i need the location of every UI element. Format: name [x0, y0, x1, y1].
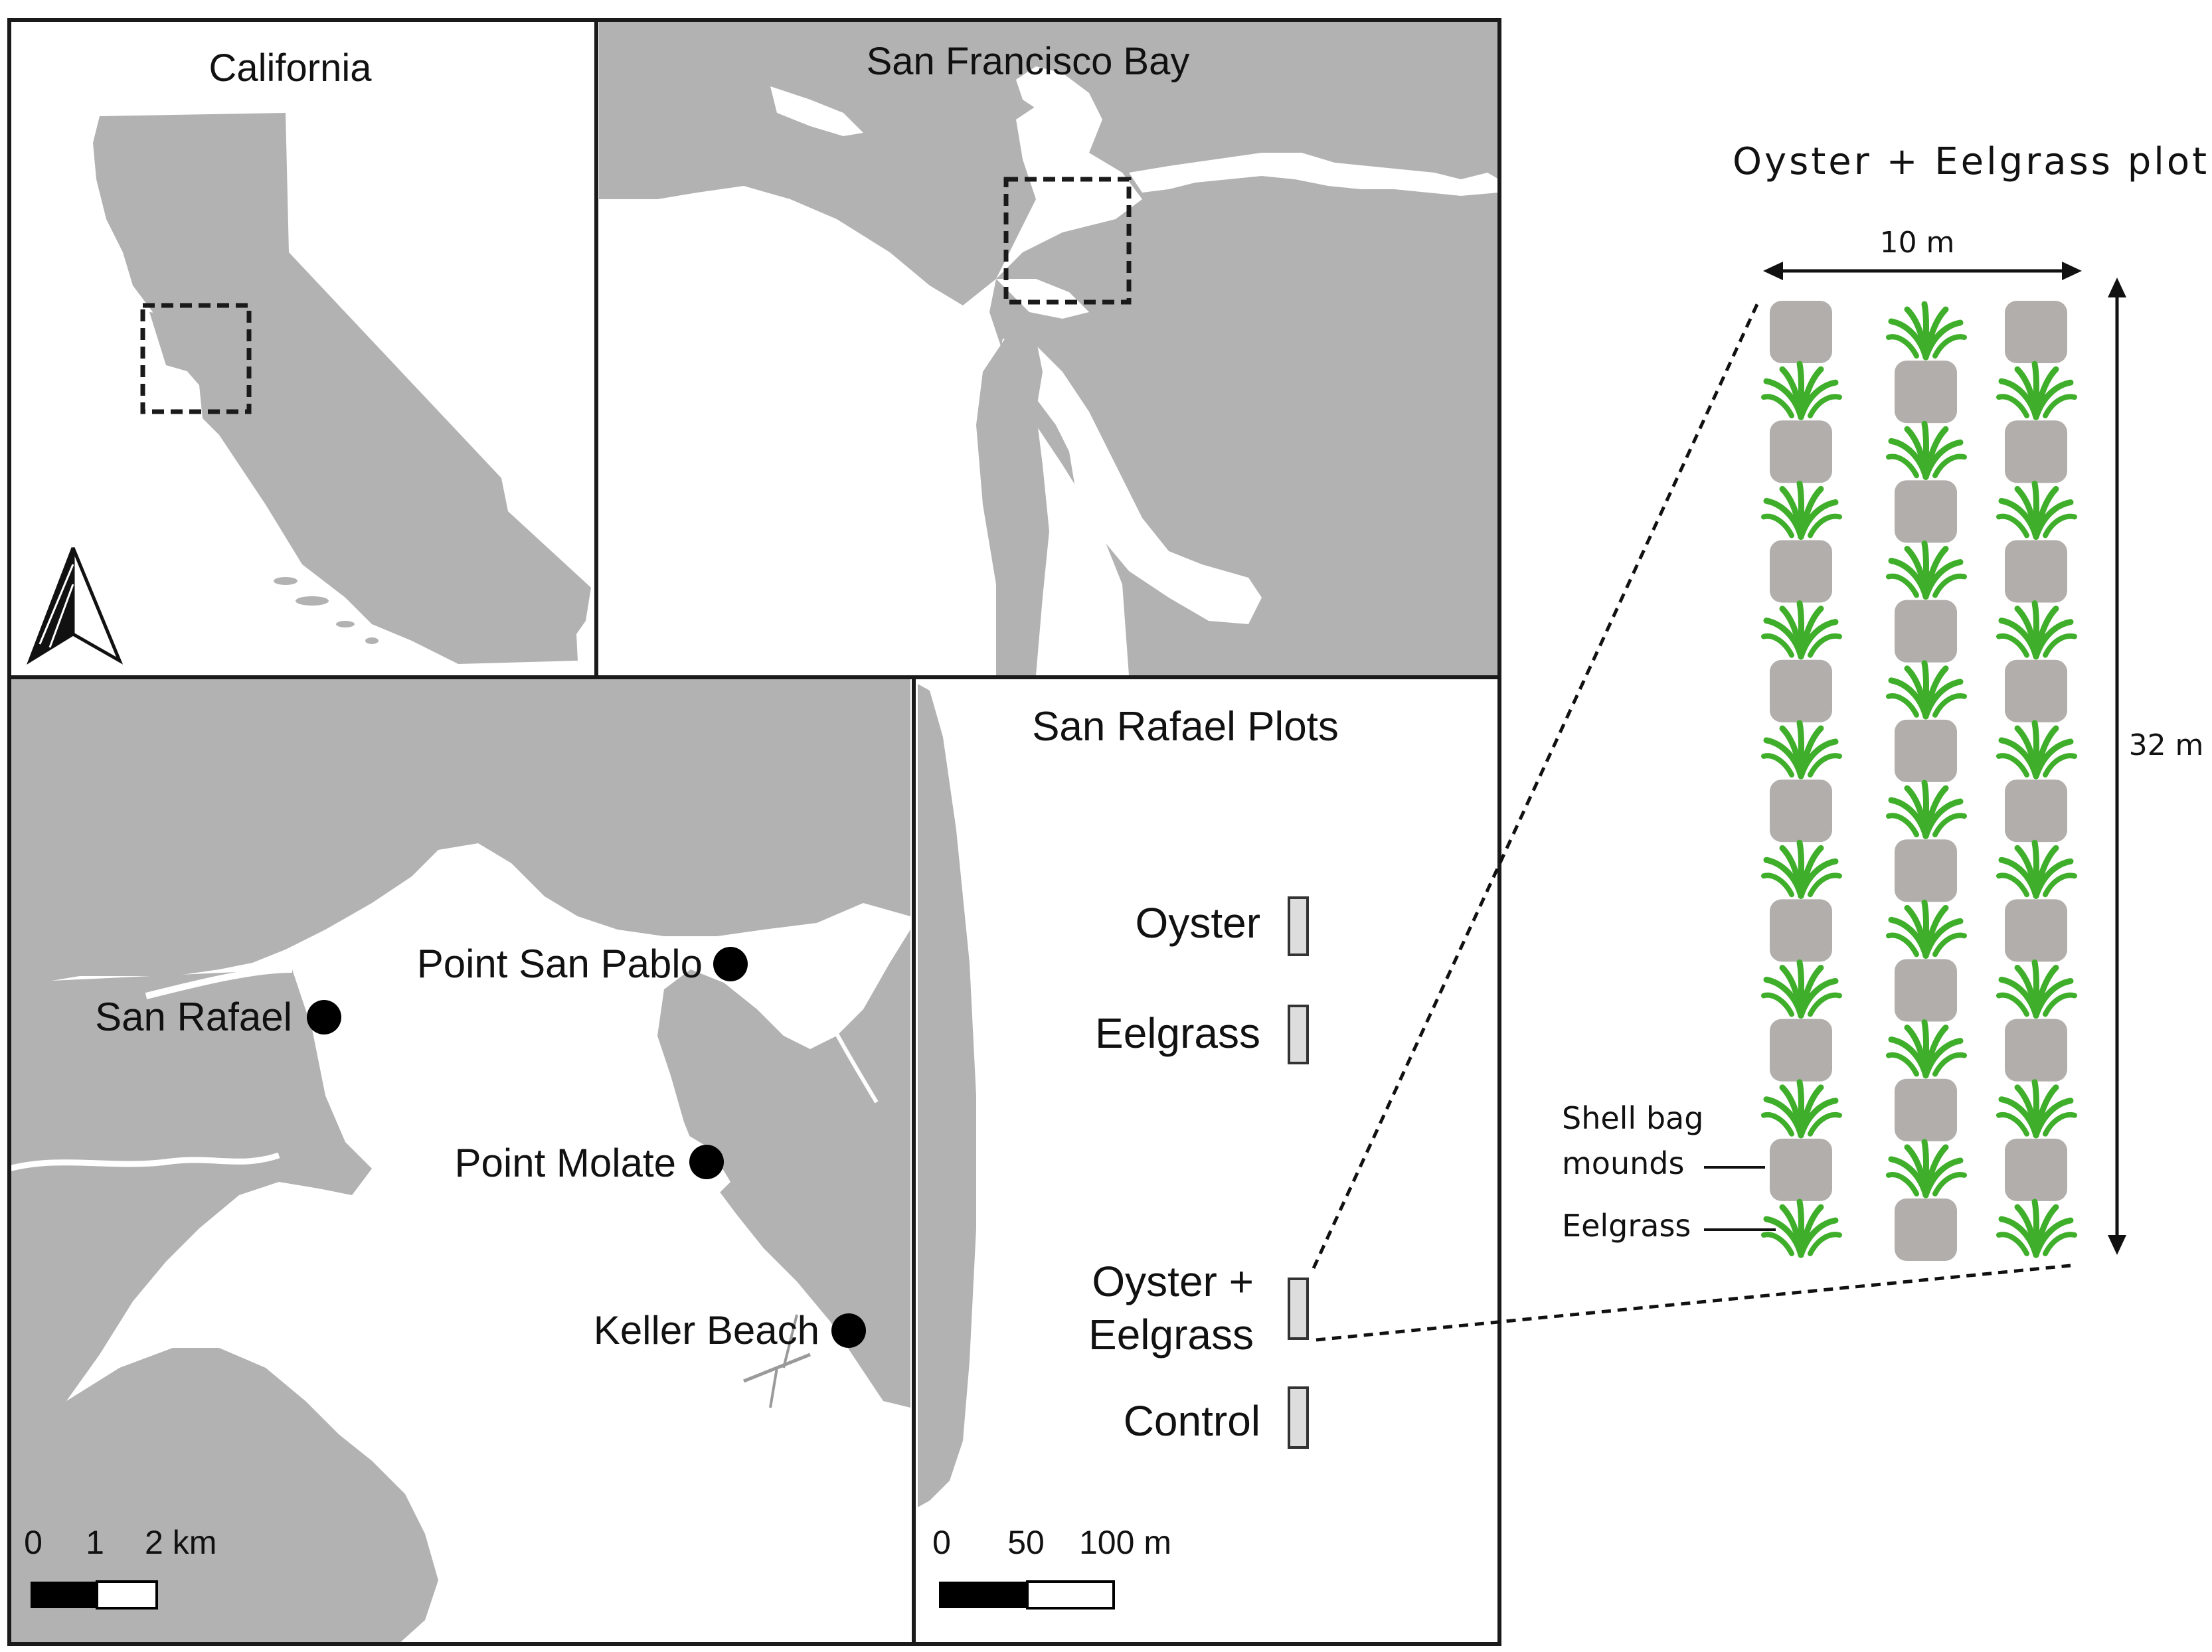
plots-scale-tick-2: 100 m: [1079, 1524, 1171, 1561]
panel-frames: [7, 18, 1501, 1646]
site-label-keller-beach: Keller Beach: [594, 1308, 819, 1353]
shell-bag-mound: [2005, 540, 2067, 603]
sites-west-land: [9, 969, 372, 1441]
shell-bag-mound: [2005, 420, 2067, 483]
shell-bag-mound: [1895, 839, 1957, 902]
plot-label-control: Control: [1124, 1397, 1260, 1445]
sites-scale-tick-1: 1: [86, 1524, 104, 1561]
shell-bag-mound: [2005, 899, 2067, 962]
plots-scale-tick-1: 50: [1007, 1524, 1045, 1561]
shell-bag-mound: [2005, 1138, 2067, 1201]
shell-bag-mound: [1895, 1078, 1957, 1141]
width-label: 10 m: [1880, 226, 1955, 260]
site-label-point-san-pablo: Point San Pablo: [417, 942, 703, 986]
plot-label-oyster: Oyster: [1136, 899, 1260, 947]
shell-bag-mound: [1770, 659, 1832, 722]
plot-label-oyster-eelgrass-1: Oyster +: [1092, 1258, 1254, 1305]
detail-title: Oyster + Eelgrass plot: [1733, 140, 2209, 183]
plots-title: San Rafael Plots: [1032, 704, 1339, 750]
shell-bag-mound: [1770, 899, 1832, 962]
detail-panel: Oyster + Eelgrass plot 10 m 32 m Shell b…: [1562, 140, 2209, 1261]
shell-bag-mound: [1895, 480, 1957, 543]
bay-north-land: [599, 21, 1499, 675]
plots-scale-tick-0: 0: [932, 1524, 951, 1561]
plot-rect-eelgrass: [1288, 1005, 1309, 1064]
site-label-san-rafael: San Rafael: [95, 995, 292, 1039]
site-dot-point-molate: [689, 1145, 724, 1179]
shell-bag-mound: [1770, 301, 1832, 363]
legend-eelgrass: Eelgrass: [1562, 1208, 1691, 1244]
shell-bag-mound: [1895, 600, 1957, 663]
plots-panel: San Rafael Plots Oyster Eelgrass Oyster …: [918, 684, 1339, 1610]
bay-delta-water: [1129, 153, 1499, 196]
bay-west-peninsula: [976, 332, 1049, 675]
plots-shore-land: [918, 684, 976, 1507]
shell-bag-mound: [1895, 719, 1957, 782]
sites-scale-tick-0: 0: [24, 1524, 43, 1561]
sites-panel: San Rafael Point San Pablo Point Molate …: [9, 679, 910, 1644]
height-dimension: 32 m: [2108, 278, 2203, 1255]
sf-bay-panel: San Francisco Bay: [599, 21, 1499, 675]
legend-mounds-line-2: mounds: [1562, 1145, 1684, 1181]
shell-bag-mound: [1770, 540, 1832, 603]
shell-bag-mound: [1895, 361, 1957, 424]
site-dot-san-rafael: [307, 1000, 341, 1034]
site-label-point-molate: Point Molate: [454, 1141, 676, 1185]
shell-bag-mound: [1770, 420, 1832, 483]
sf-bay-inset-box: [1003, 177, 1132, 305]
shell-bag-mound: [2005, 780, 2067, 843]
california-inset-box: [140, 303, 252, 414]
plots-scale-bar: 0 50 100 m: [932, 1524, 1171, 1610]
shell-bag-mound: [1895, 959, 1957, 1022]
width-dimension: 10 m: [1763, 226, 2082, 280]
california-title: California: [209, 46, 373, 90]
sites-scale-bar: 0 1 2 km: [24, 1524, 216, 1610]
shell-bag-mound: [1770, 1019, 1832, 1082]
plot-rect-oyster-eelgrass: [1288, 1278, 1309, 1340]
sites-scale-tick-2: 2 km: [145, 1524, 216, 1561]
sf-bay-title: San Francisco Bay: [867, 40, 1190, 83]
shell-bag-mound: [2005, 659, 2067, 722]
shell-bag-mound: [2005, 301, 2067, 363]
legend-mounds-line-1: Shell bag: [1562, 1100, 1703, 1136]
bay-peninsula-land: [996, 339, 1262, 624]
shell-bag-mound: [1895, 1198, 1957, 1261]
plot-rect-control: [1288, 1386, 1309, 1449]
plot-grid: [1764, 301, 2075, 1261]
shell-bag-mound: [2005, 1019, 2067, 1082]
plot-label-oyster-eelgrass-2: Eelgrass: [1088, 1311, 1254, 1359]
detail-legend: Shell bag mounds Eelgrass: [1562, 1100, 1776, 1244]
sites-southwest-land: [9, 1348, 438, 1644]
plot-label-eelgrass: Eelgrass: [1095, 1009, 1260, 1057]
sites-north-land: [9, 679, 910, 989]
north-arrow-icon: [27, 547, 124, 665]
detail-connector-lines: [1312, 300, 2071, 1342]
site-dot-keller-beach: [831, 1313, 866, 1348]
plot-rect-oyster: [1288, 896, 1309, 956]
shell-bag-mound: [1770, 780, 1832, 843]
site-dot-point-san-pablo: [713, 947, 748, 981]
shell-bag-mound: [1770, 1138, 1832, 1201]
height-label: 32 m: [2129, 728, 2204, 762]
california-land: [93, 113, 591, 664]
